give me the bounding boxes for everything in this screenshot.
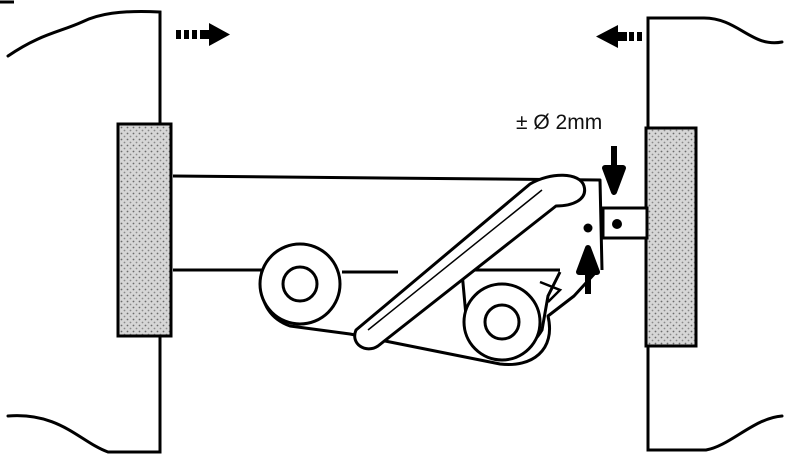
left-rotor-outline: [6, 10, 162, 454]
caliper-bracket: [172, 174, 604, 367]
mounting-boss-left-inner: [281, 265, 319, 303]
tolerance-label: ± Ø 2mm: [516, 111, 603, 134]
push-arrow-right-icon: [176, 23, 230, 46]
wear-indicator-arm-ridge: [367, 189, 543, 331]
guide-pin: [601, 206, 649, 240]
measure-arrow-up: [576, 245, 600, 294]
measurement-point: [583, 223, 593, 233]
bracket-notch: [539, 280, 563, 303]
wear-indicator-arm: [353, 173, 587, 351]
right-brake-pad: [644, 126, 698, 348]
right-rotor-outline: [646, 16, 784, 452]
left-brake-pad: [116, 122, 173, 338]
mounting-boss-right-inner: [483, 303, 521, 341]
measure-arrow-down: [602, 146, 626, 195]
guide-pin-center: [612, 219, 622, 229]
push-arrow-left-icon: [596, 25, 642, 48]
